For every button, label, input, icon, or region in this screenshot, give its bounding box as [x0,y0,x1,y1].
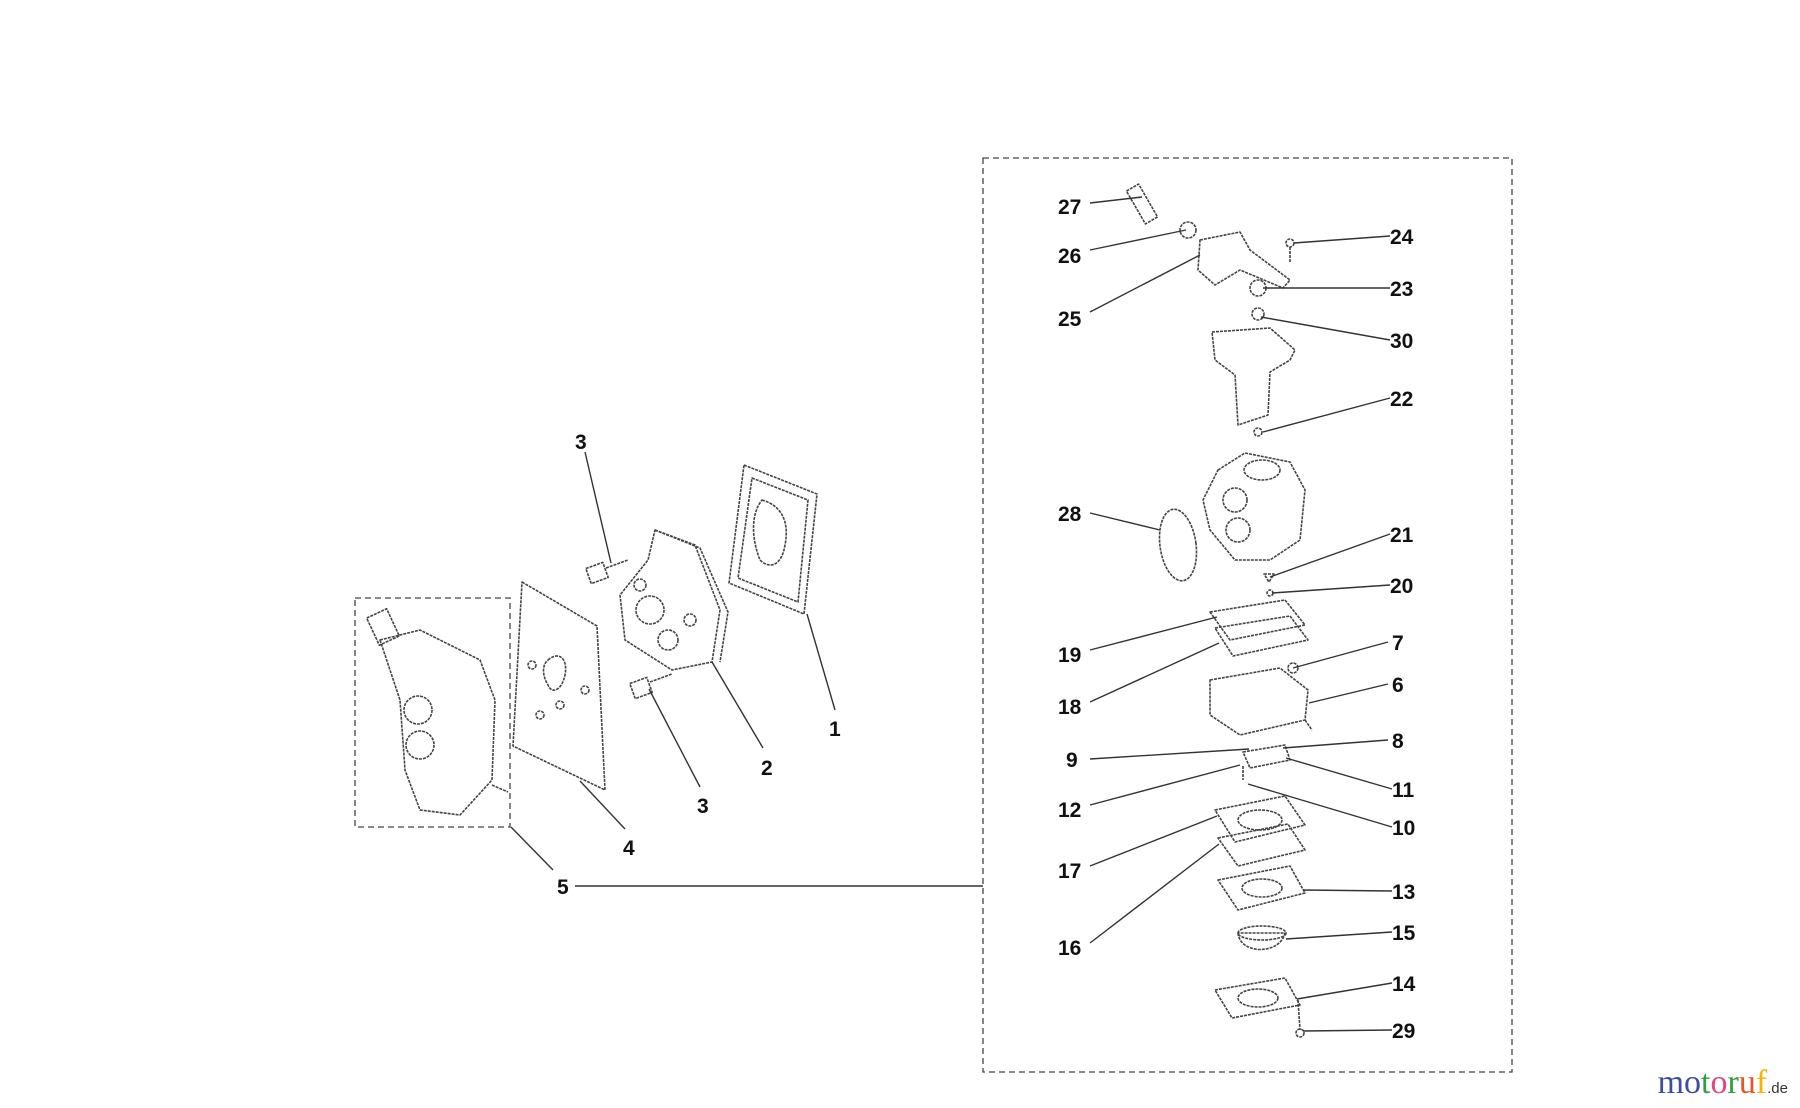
label-14: 14 [1392,973,1416,996]
label-20: 20 [1390,575,1413,598]
part-14-bulb-retainer [1214,977,1301,1019]
part-24-screw [1285,238,1295,262]
part-22-valve [1253,427,1263,437]
logo-letter: f [1755,1064,1768,1101]
label-23: 23 [1390,278,1413,301]
label-17: 17 [1058,860,1081,883]
part-21-needle [1263,573,1275,583]
part-25-lever [1197,231,1291,289]
part-2-insulator-block [619,529,729,671]
logo-letter: m [1657,1064,1685,1101]
label-15: 15 [1392,922,1416,945]
logo-letter: o [1710,1064,1728,1101]
leader-lines [510,196,1393,1032]
part-8-9-11-lever-set [1242,744,1291,769]
label-19: 19 [1058,644,1081,667]
carburetor-assembly-box [354,597,511,828]
part-5-carburetor [365,607,509,816]
label-9: 9 [1066,749,1078,772]
part-1-gasket [728,464,818,615]
part-18-gasket [1214,615,1309,657]
label-10: 10 [1392,817,1415,840]
label-7: 7 [1392,632,1404,655]
label-4: 4 [623,837,635,860]
label-30: 30 [1390,330,1413,353]
part-15-primer-bulb [1237,925,1287,951]
part-28-oring [1158,508,1198,582]
label-18: 18 [1058,696,1082,719]
part-30-ring [1251,307,1265,321]
label-8: 8 [1392,730,1404,753]
label-3-top: 3 [575,431,587,454]
carburetor-kit-box [982,157,1513,1073]
part-6-pump-body [1209,667,1313,736]
part-26-nut [1179,221,1197,239]
label-24: 24 [1390,226,1414,249]
label-2: 2 [761,757,773,780]
label-27: 27 [1058,196,1081,219]
logo-letter: u [1738,1064,1756,1101]
part-19-diaphragm [1209,599,1306,641]
part-4-gasket [512,581,606,791]
part-29-screw [1295,999,1305,1038]
label-29: 29 [1392,1020,1415,1043]
motoruf-logo[interactable]: motoruf.de [1658,1064,1788,1102]
part-3-screw-top [585,559,629,585]
part-13-cover [1217,865,1306,911]
label-6: 6 [1392,674,1404,697]
label-5: 5 [557,876,569,899]
label-12: 12 [1058,799,1081,822]
label-22: 22 [1390,388,1413,411]
label-28: 28 [1058,503,1082,526]
label-26: 26 [1058,245,1081,268]
label-25: 25 [1058,308,1082,331]
label-3-bottom: 3 [697,795,709,818]
label-11: 11 [1392,779,1415,802]
part-7-spring [1287,662,1299,674]
part-3-screw-bottom [629,673,673,700]
part-labels: 27 26 25 24 23 30 22 28 21 20 19 18 7 6 … [557,196,1416,1043]
part-27-adjust-screw [1125,183,1159,225]
logo-letter: o [1684,1064,1702,1101]
logo-suffix: .de [1767,1080,1788,1097]
label-13: 13 [1392,881,1415,904]
part-16-gasket [1217,823,1306,867]
part-throttle-body [1211,327,1296,426]
label-16: 16 [1058,937,1081,960]
part-carburetor-body [1202,452,1306,561]
logo-letter: t [1701,1064,1711,1101]
label-21: 21 [1390,524,1414,547]
label-1: 1 [829,718,841,741]
logo-letter: r [1727,1064,1739,1101]
